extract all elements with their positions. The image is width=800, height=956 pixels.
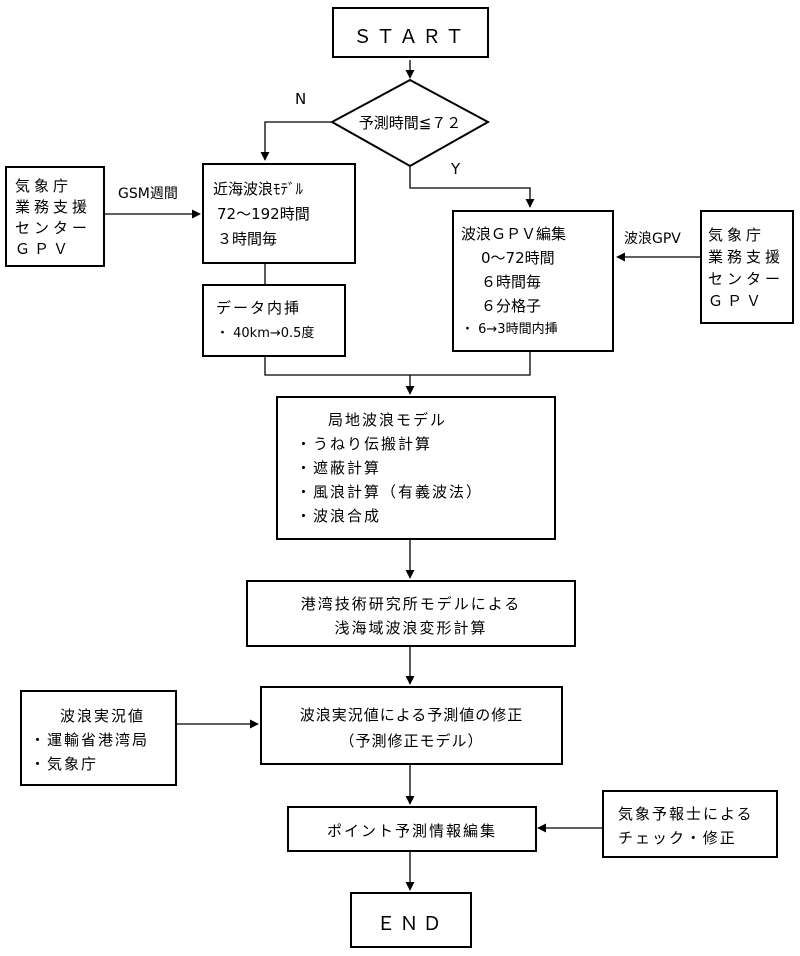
coastal-model-title: 近海波浪ﾓﾃﾞﾙ [213, 180, 304, 198]
gsm-weekly-label: GSM週間 [118, 186, 178, 202]
gpv-left-line-3: センター [15, 219, 92, 237]
end-terminal: ＥＮＤ [350, 892, 472, 948]
data-interp-title: データ内挿 [216, 299, 302, 317]
coastal-wave-model-box: 近海波浪ﾓﾃﾞﾙ 72～192時間 ３時間毎 [202, 163, 356, 264]
gpv-right-line-1: 気象庁 [708, 226, 766, 244]
data-interpolation-box: データ内挿 ・ 40km→0.5度 [202, 284, 346, 357]
wave-gpv-grid: ６分格子 [481, 297, 542, 315]
harbor-model-line-1: 港湾技術研究所モデルによる [300, 595, 522, 613]
gpv-right-line-2: 業務支援 [708, 248, 785, 266]
coastal-model-range: 72～192時間 [217, 205, 310, 223]
observed-title: 波浪実況値 [60, 707, 146, 725]
wave-gpv-range: 0～72時間 [481, 249, 555, 267]
end-label: ＥＮＤ [376, 913, 446, 935]
local-model-item-windwave: ・風浪計算（有義波法） [296, 483, 484, 501]
wave-gpv-title: 波浪ＧＰＶ編集 [461, 225, 567, 243]
coastal-model-interval: ３時間毎 [217, 230, 278, 248]
wave-gpv-label: 波浪GPV [624, 231, 681, 247]
forecaster-check-line-1: 気象予報士による [618, 805, 754, 823]
wave-gpv-interp: ・ 6→3時間内挿 [461, 322, 558, 337]
line-interp-merge [264, 357, 410, 376]
observed-values-box: 波浪実況値 ・運輸省港湾局 ・気象庁 [20, 690, 177, 786]
correction-title: 波浪実況値による予測値の修正 [299, 706, 524, 724]
forecaster-check-box: 気象予報士による チェック・修正 [602, 790, 778, 858]
gpv-source-right: 気象庁 業務支援 センター ＧＰＶ [700, 210, 794, 324]
gpv-right-line-3: センター [708, 270, 785, 288]
local-model-title: 局地波浪モデル [328, 411, 448, 429]
wave-gpv-edit-box: 波浪ＧＰＶ編集 0～72時間 ６時間毎 ６分格子 ・ 6→3時間内挿 [452, 210, 614, 352]
arrow-decision-no [260, 121, 332, 161]
local-model-item-shielding: ・遮蔽計算 [296, 459, 382, 477]
data-interp-detail: ・ 40km→0.5度 [216, 326, 315, 341]
forecaster-check-line-2: チェック・修正 [618, 829, 737, 847]
harbor-model-line-2: 浅海域波浪変形計算 [334, 619, 488, 637]
gpv-left-line-2: 業務支援 [15, 198, 92, 216]
harbor-model-box: 港湾技術研究所モデルによる 浅海域波浪変形計算 [246, 580, 576, 647]
decision-diamond [329, 78, 491, 168]
local-model-item-swell: ・うねり伝搬計算 [296, 435, 433, 453]
decision-label: 予測時間≦７２ [358, 114, 462, 132]
observed-source-ports: ・運輸省港湾局 [30, 731, 150, 749]
gpv-left-line-1: 気象庁 [15, 177, 73, 195]
forecast-correction-box: 波浪実況値による予測値の修正 （予測修正モデル） [260, 686, 563, 765]
gpv-right-line-4: ＧＰＶ [708, 292, 766, 310]
correction-subtitle: （予測修正モデル） [339, 732, 484, 750]
line-gpv-merge [410, 352, 531, 376]
observed-source-jma: ・気象庁 [30, 755, 99, 773]
branch-no-label: N [295, 90, 307, 108]
branch-yes-label: Y [451, 160, 461, 178]
point-forecast-label: ポイント予測情報編集 [326, 822, 497, 840]
gpv-left-line-4: ＧＰＶ [15, 240, 73, 258]
gpv-source-left: 気象庁 業務支援 センター ＧＰＶ [5, 166, 105, 267]
start-label: ＳＴＡＲＴ [352, 26, 468, 48]
local-model-item-synthesis: ・波浪合成 [296, 507, 382, 525]
local-wave-model-box: 局地波浪モデル ・うねり伝搬計算 ・遮蔽計算 ・風浪計算（有義波法） ・波浪合成 [276, 396, 556, 540]
start-terminal: ＳＴＡＲＴ [332, 7, 489, 58]
wave-gpv-interval: ６時間毎 [481, 273, 542, 291]
arrow-decision-yes [409, 166, 535, 208]
point-forecast-box: ポイント予測情報編集 [287, 806, 537, 852]
